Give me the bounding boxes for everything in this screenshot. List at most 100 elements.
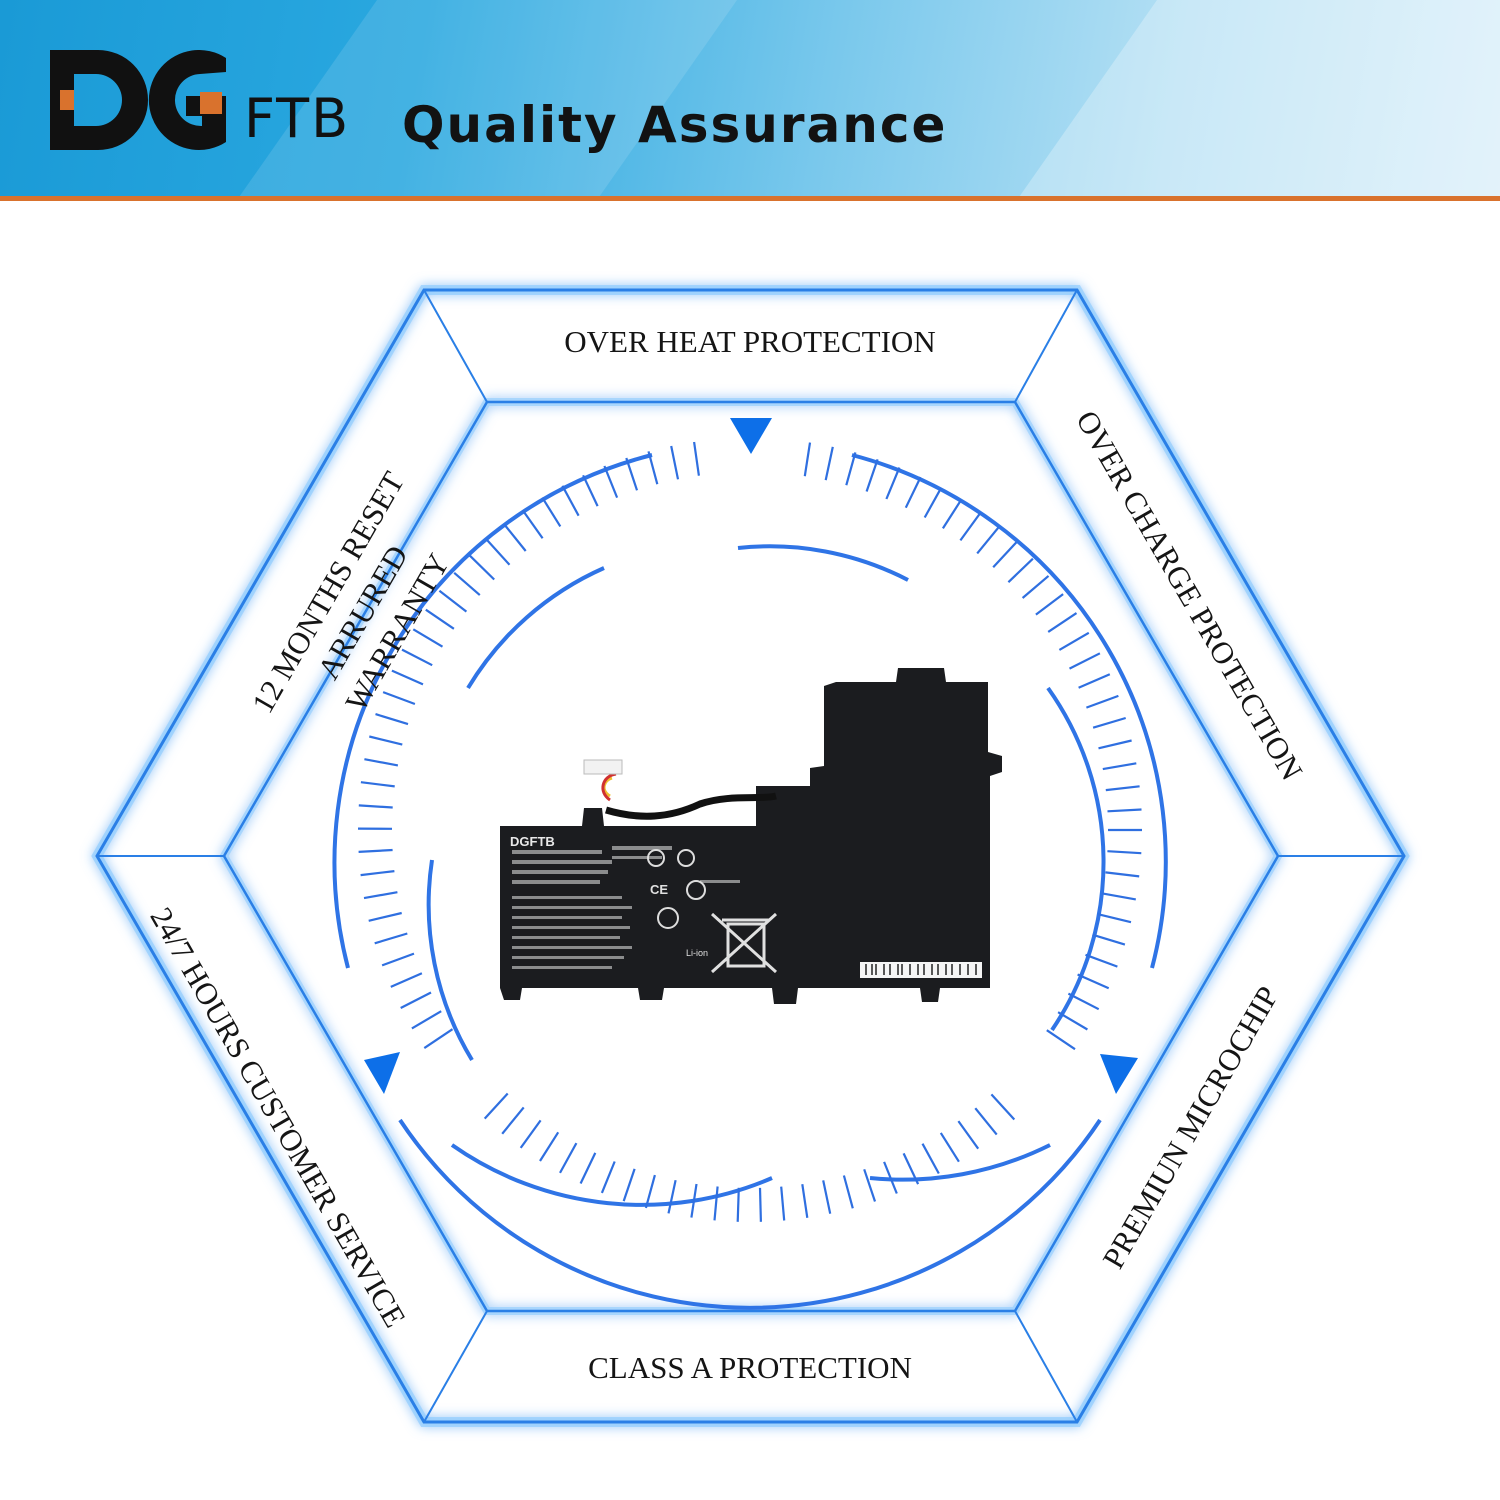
dial-tick bbox=[603, 465, 619, 499]
dial-tick bbox=[522, 509, 544, 539]
dial-tick bbox=[360, 781, 395, 788]
dial-tick bbox=[667, 1179, 677, 1214]
dial-tick bbox=[375, 713, 409, 726]
dial-tick bbox=[1085, 953, 1118, 968]
dial-tick bbox=[390, 972, 423, 988]
dial-tick bbox=[381, 952, 415, 967]
dial-tick bbox=[1105, 871, 1140, 878]
feature-class-a-protection: CLASS A PROTECTION bbox=[588, 1350, 912, 1385]
dial-tick bbox=[736, 1187, 740, 1222]
dial-tick bbox=[865, 459, 879, 492]
dial-tick bbox=[902, 1152, 920, 1185]
dial-tick bbox=[600, 1161, 616, 1194]
dial-tick bbox=[1067, 992, 1100, 1011]
dial-tick bbox=[469, 554, 495, 581]
dial-tick bbox=[1007, 557, 1034, 583]
header-divider bbox=[0, 196, 1500, 201]
dial-tick bbox=[690, 1183, 698, 1218]
dial-tick bbox=[539, 1131, 560, 1162]
dial-arrows bbox=[364, 418, 1138, 1094]
dial-tick bbox=[391, 669, 424, 686]
dial-tick bbox=[411, 1010, 442, 1030]
dial-tick bbox=[1102, 762, 1137, 771]
dial-tick bbox=[803, 442, 812, 477]
feature-over-heat-protection: OVER HEAT PROTECTION bbox=[564, 324, 936, 359]
dial-tick bbox=[990, 1093, 1016, 1121]
dial-tick bbox=[358, 804, 393, 809]
dial-tick bbox=[425, 608, 455, 630]
dial-tick bbox=[941, 499, 963, 529]
dial-tick bbox=[1107, 808, 1142, 813]
dial-tick bbox=[1035, 593, 1064, 616]
dial-tick bbox=[364, 758, 399, 767]
dial-tick bbox=[1105, 785, 1140, 792]
dial-tick bbox=[412, 628, 444, 648]
dial-tick bbox=[559, 1142, 578, 1174]
dial-tick bbox=[358, 848, 393, 853]
dial-tick bbox=[1021, 575, 1050, 599]
dial-tick bbox=[976, 526, 1000, 555]
dial-tick bbox=[1077, 973, 1110, 990]
dial-tick bbox=[1092, 933, 1126, 946]
dial-tick bbox=[401, 648, 433, 667]
dial-tick bbox=[1058, 631, 1090, 651]
dial-tick bbox=[801, 1184, 809, 1218]
dial-tick bbox=[959, 512, 982, 542]
tagline-quality-assurance: Quality Assurance bbox=[402, 96, 948, 154]
dial-inner-arcs bbox=[426, 544, 1106, 1207]
dial-tick bbox=[1078, 673, 1111, 689]
dial-tick bbox=[368, 911, 402, 922]
dial-tick bbox=[561, 485, 580, 517]
dial-tick bbox=[1086, 694, 1119, 709]
dial-tick bbox=[363, 891, 398, 900]
dial-tick bbox=[824, 446, 834, 481]
dial-tick bbox=[939, 1132, 960, 1163]
dial-tick bbox=[485, 538, 511, 566]
dial-tick bbox=[541, 497, 562, 527]
dial-tick bbox=[1102, 892, 1136, 901]
battery-ce-mark: CE bbox=[650, 882, 669, 897]
hexagon-spokes bbox=[97, 289, 1404, 1423]
dial-tick bbox=[1092, 716, 1127, 729]
header-banner: FTB Quality Assurance bbox=[0, 0, 1500, 196]
dial-tick bbox=[647, 451, 659, 485]
dial-tick bbox=[483, 1092, 509, 1120]
dg-logo bbox=[50, 50, 226, 150]
dial-tick bbox=[625, 457, 639, 491]
dial-tick bbox=[438, 589, 468, 613]
dial-tick bbox=[780, 1186, 786, 1221]
dial-tick bbox=[693, 441, 700, 476]
battery-image bbox=[500, 668, 1002, 1004]
battery-chemistry-label: Li-ion bbox=[686, 948, 709, 958]
dial-tick bbox=[1057, 1011, 1088, 1031]
battery-brand-label: DGFTB bbox=[510, 834, 555, 849]
dial-tick bbox=[904, 476, 922, 509]
dial-tick bbox=[360, 870, 395, 877]
dial-tick bbox=[883, 1161, 898, 1194]
dial-tick bbox=[579, 1152, 597, 1184]
recycle-bin-icon bbox=[710, 912, 778, 974]
dial-outer-arcs bbox=[332, 453, 1168, 1310]
dial-tick bbox=[923, 487, 943, 519]
dial-tick bbox=[842, 1175, 854, 1209]
dial-tick bbox=[644, 1174, 656, 1209]
dial-tick bbox=[582, 474, 599, 507]
dial-tick bbox=[622, 1168, 636, 1202]
dial-tick bbox=[713, 1186, 719, 1221]
dial-tick bbox=[1097, 913, 1132, 924]
dial-tick bbox=[863, 1168, 877, 1202]
dial-tick bbox=[382, 691, 416, 706]
dial-tick bbox=[369, 735, 403, 746]
dial-ticks bbox=[357, 441, 1142, 1222]
dial-tick bbox=[974, 1107, 998, 1136]
dial-tick bbox=[992, 541, 1018, 569]
dial-tick bbox=[921, 1143, 940, 1175]
dial-tick bbox=[400, 991, 432, 1009]
dial-tick bbox=[1047, 612, 1078, 633]
dial-tick bbox=[845, 452, 857, 486]
dial-tick bbox=[1107, 850, 1142, 855]
dial-tick bbox=[503, 523, 527, 552]
dial-tick bbox=[1098, 739, 1132, 750]
dial-tick bbox=[453, 571, 481, 596]
